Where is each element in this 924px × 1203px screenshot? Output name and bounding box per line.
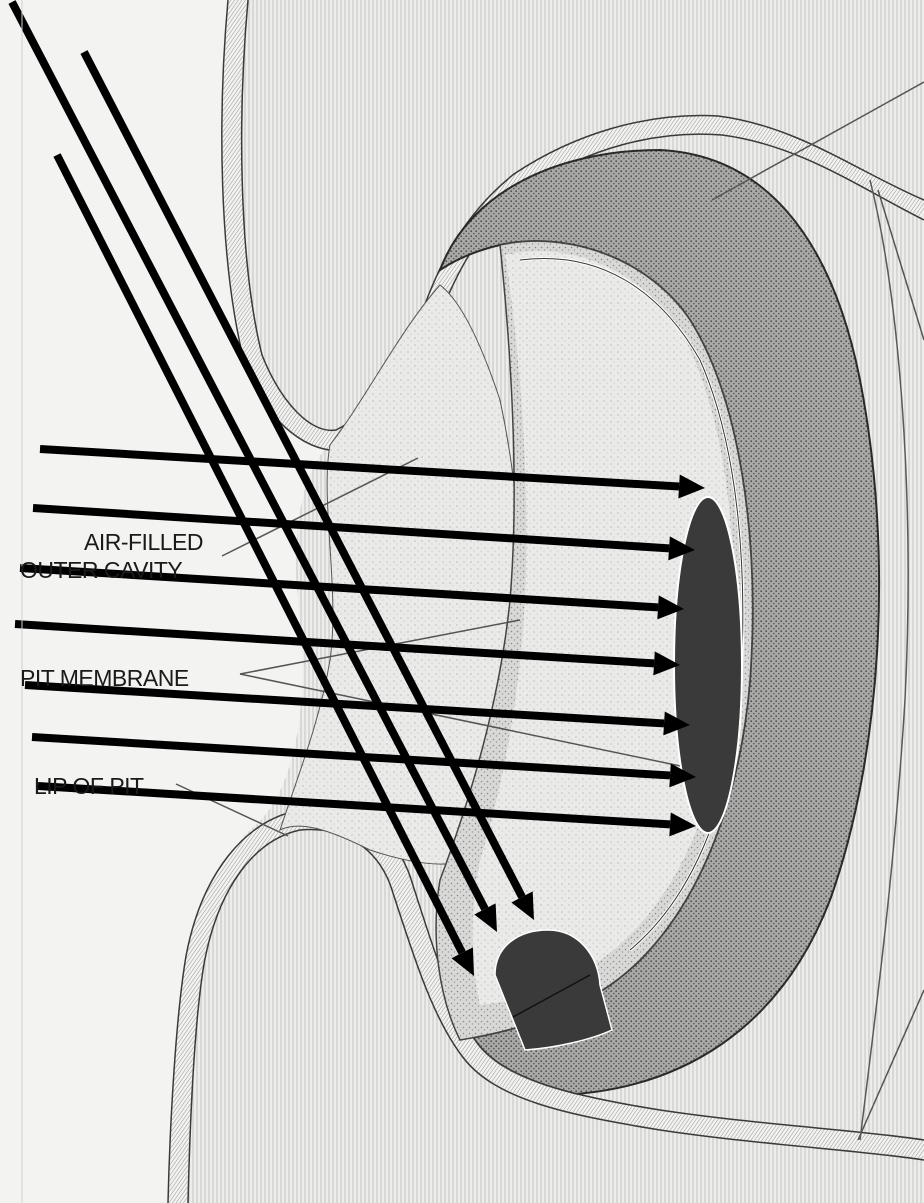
- lip-of-pit-label: LIP OF PIT: [34, 775, 144, 798]
- air-filled-label-line1: AIR-FILLED: [84, 531, 203, 554]
- air-filled-label-line2: OUTER CAVITY: [20, 559, 182, 582]
- pit-membrane-label: PIT MEMBRANE: [20, 667, 189, 690]
